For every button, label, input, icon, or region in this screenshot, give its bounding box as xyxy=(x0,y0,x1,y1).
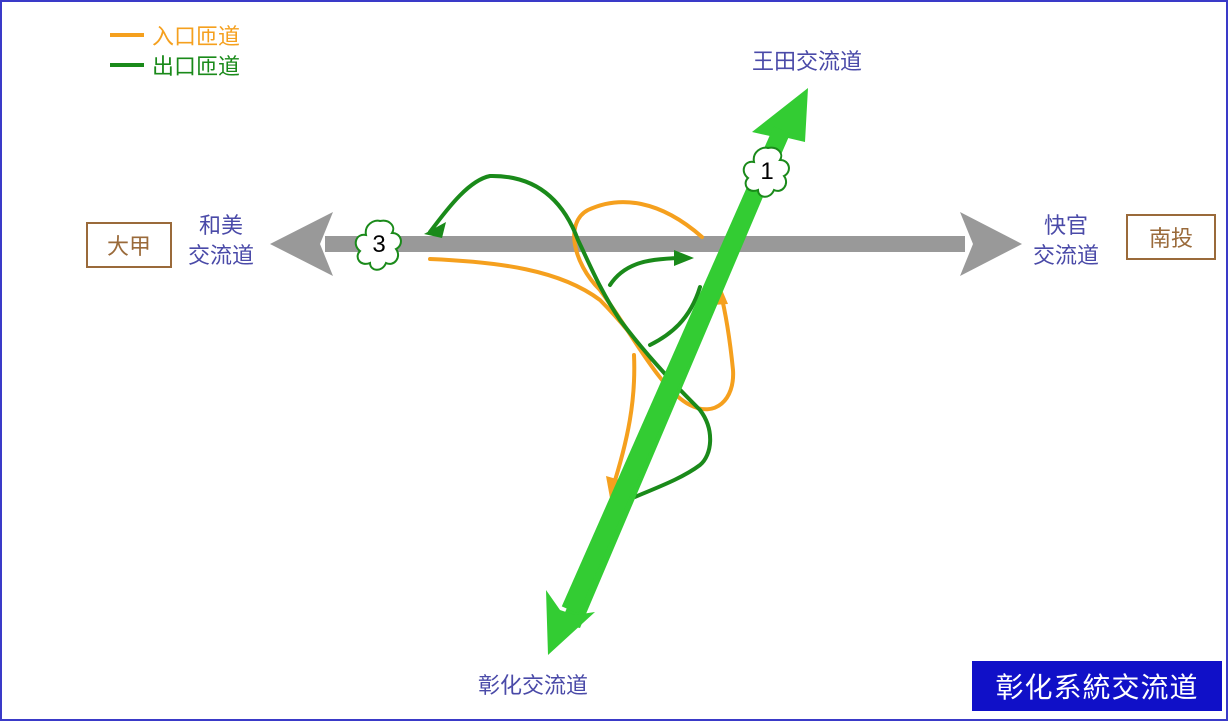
legend-exit-swatch xyxy=(110,63,144,67)
exit-ramps xyxy=(428,173,713,502)
legend-exit-label: 出口匝道 xyxy=(152,55,241,80)
east-destination-box: 南投 xyxy=(1126,214,1216,260)
exit-arrowheads xyxy=(424,222,694,266)
west-road-label: 和美 交流道 xyxy=(188,212,254,272)
route-shield-1-icon xyxy=(742,146,790,198)
diagram-title: 彰化系統交流道 xyxy=(972,661,1222,711)
entrance-ramp-south xyxy=(610,353,637,492)
freeway-3-arrow xyxy=(270,212,1022,276)
route-shield-3-number: 3 xyxy=(372,231,385,258)
route-shield-3-icon xyxy=(354,219,402,271)
route-shield-1-number: 1 xyxy=(760,158,773,185)
legend-entrance-swatch xyxy=(110,33,144,37)
east-road-label-line2: 交流道 xyxy=(1033,244,1100,269)
south-road-label: 彰化交流道 xyxy=(478,674,589,699)
west-road-label-line1: 和美 xyxy=(199,214,244,239)
west-road-label-line2: 交流道 xyxy=(188,244,255,269)
north-road-label: 王田交流道 xyxy=(752,50,863,75)
legend-exit: 出口匝道 xyxy=(110,50,240,80)
exit-ramp-north xyxy=(648,285,702,347)
exit-ramp-loop-west xyxy=(428,173,713,502)
legend-entrance: 入口匝道 xyxy=(110,20,240,50)
legend: 入口匝道 出口匝道 xyxy=(110,20,240,80)
east-road-label-line1: 快官 xyxy=(1044,214,1089,239)
legend-entrance-label: 入口匝道 xyxy=(152,25,241,50)
freeway-1-arrow xyxy=(546,88,808,655)
west-destination-box: 大甲 xyxy=(86,222,172,268)
east-road-label: 快官 交流道 xyxy=(1033,212,1099,272)
